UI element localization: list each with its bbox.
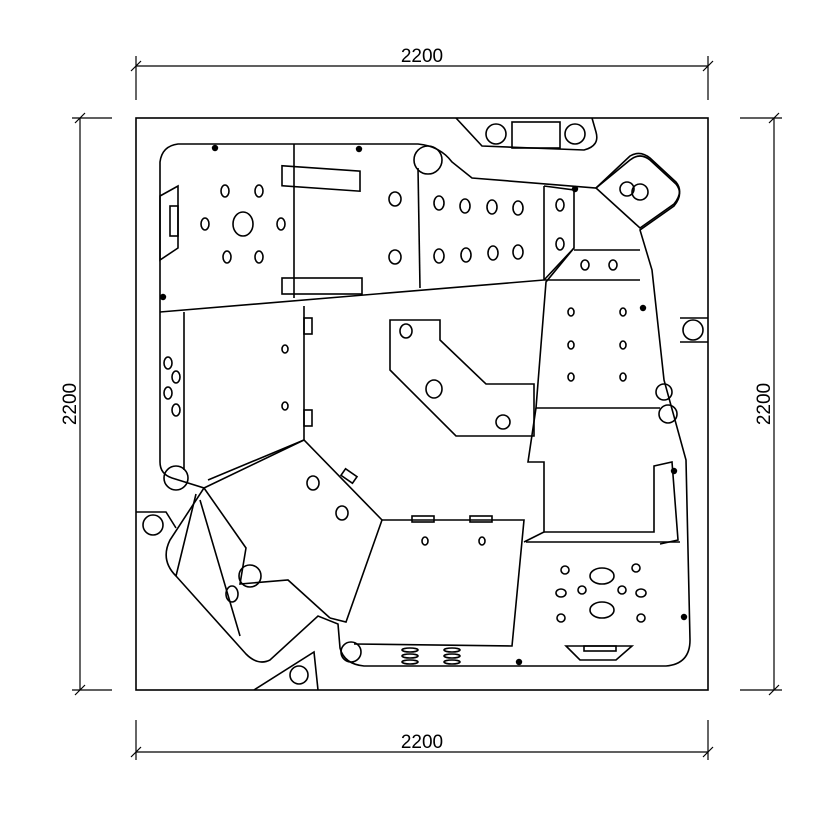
dimension-left-label: 2200 xyxy=(60,383,81,425)
headrest-round xyxy=(413,145,443,175)
dimension-top-label: 2200 xyxy=(401,46,443,67)
dimension-top: 2200 xyxy=(130,46,714,100)
dimension-bottom: 2200 xyxy=(130,720,714,760)
lounger-seat xyxy=(203,439,383,623)
control-panel-display xyxy=(511,121,561,149)
control-pod xyxy=(455,117,598,151)
center-step xyxy=(389,319,535,437)
corner-headrest-top-right xyxy=(594,152,681,230)
dimension-left: 2200 xyxy=(60,112,112,696)
dimension-right-label: 2200 xyxy=(754,383,775,425)
filter-slot xyxy=(159,184,179,262)
tub-outer-frame xyxy=(135,117,709,691)
dimension-bottom-label: 2200 xyxy=(401,732,443,753)
jet-cluster-bottom-right xyxy=(555,563,647,623)
jet-cluster-right xyxy=(567,307,627,382)
jet-cluster-top-middle xyxy=(433,195,524,264)
control-button-right xyxy=(564,123,586,145)
pillow-bottom xyxy=(281,277,363,295)
dimension-right: 2200 xyxy=(740,112,782,696)
mounting-dots xyxy=(159,144,688,666)
tub-inner-outline xyxy=(159,143,691,667)
seat-top-left-divider xyxy=(159,279,545,313)
control-button-left xyxy=(485,123,507,145)
pillow-top xyxy=(281,164,361,193)
jet-cluster-top-left xyxy=(200,184,286,264)
drain-slot xyxy=(564,645,635,661)
massage-jet-bars xyxy=(401,647,461,665)
